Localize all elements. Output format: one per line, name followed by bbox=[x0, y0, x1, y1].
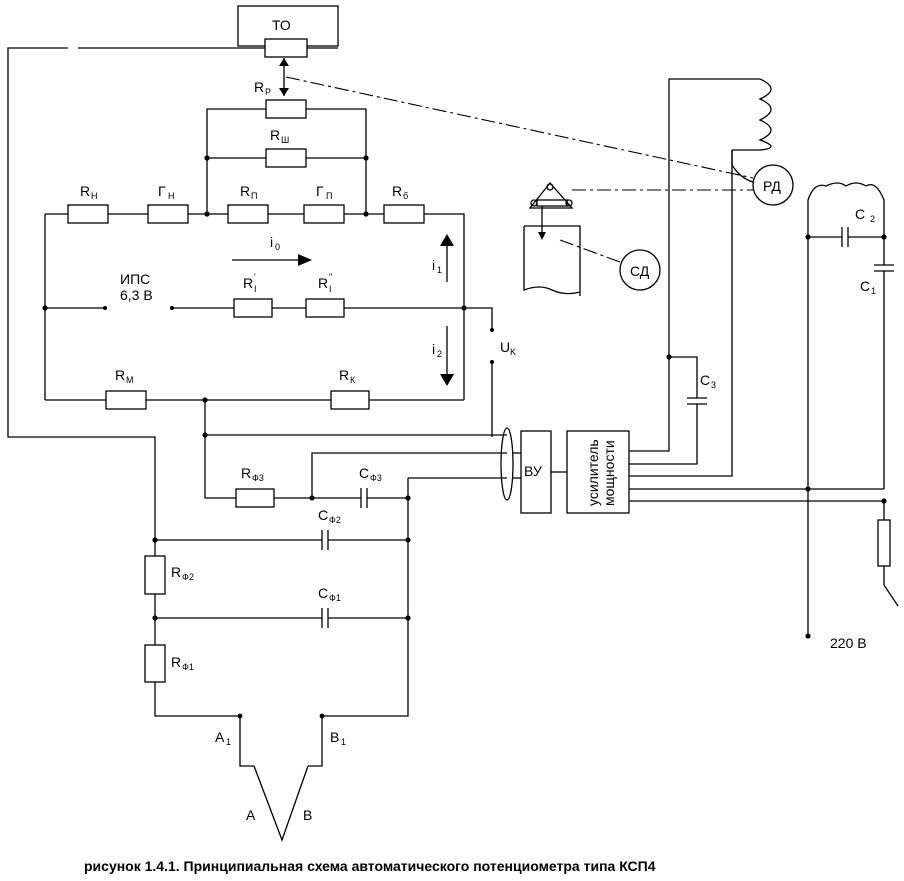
ri1-sub: I bbox=[254, 284, 257, 294]
mains-label: 220 В bbox=[830, 635, 867, 651]
i1-label: i bbox=[432, 257, 435, 273]
gn-label: Г bbox=[158, 183, 166, 199]
vu-label: ВУ bbox=[524, 463, 542, 479]
i2-label: i bbox=[432, 341, 435, 357]
filter-network: R Ф3 C Ф3 C Ф2 R Ф2 C Ф1 R Ф1 bbox=[144, 400, 507, 717]
vu-block: ВУ bbox=[500, 427, 567, 514]
rm-sub: М bbox=[126, 375, 134, 385]
c3-sub: 3 bbox=[711, 380, 716, 390]
rsh-label: R bbox=[270, 127, 280, 143]
ips-voltage-label: 6,3 В bbox=[120, 287, 153, 303]
rp-rsh-network: R P R Ш bbox=[204, 79, 369, 214]
ri2-label: R bbox=[318, 275, 328, 291]
gp-sub: П bbox=[326, 191, 332, 201]
b1-sub: 1 bbox=[341, 737, 346, 747]
amp-label: усилитель bbox=[585, 439, 601, 506]
rf2-sub: Ф2 bbox=[182, 572, 194, 582]
rf3-label: R bbox=[241, 465, 251, 481]
rb-label: R bbox=[392, 183, 402, 199]
rn-sub: Н bbox=[91, 191, 98, 201]
rn-label: R bbox=[80, 183, 90, 199]
ri2-sub: I bbox=[329, 284, 332, 294]
rf1-label: R bbox=[171, 654, 181, 670]
cf1-sub: Ф1 bbox=[329, 593, 341, 603]
rf2-label: R bbox=[171, 564, 181, 580]
caption: рисунок 1.4.1. Принципиальная схема авто… bbox=[84, 858, 656, 874]
gn-sub: Н bbox=[168, 191, 175, 201]
ips-label: ИПС bbox=[120, 271, 150, 287]
c3-label: C bbox=[700, 372, 710, 388]
b1-label: B bbox=[330, 729, 339, 745]
slider-arrow bbox=[279, 58, 289, 96]
rd-label: РД bbox=[763, 178, 781, 194]
to-block: ТО bbox=[7, 5, 339, 560]
sd-label: СД bbox=[630, 263, 650, 279]
rd-motor: РД bbox=[731, 78, 794, 206]
thermocouple: A 1 B 1 A B bbox=[215, 713, 346, 842]
rsh-sub: Ш bbox=[281, 135, 289, 145]
amp-label-2: мощности bbox=[601, 440, 617, 506]
a1-label: A bbox=[215, 729, 225, 745]
cf1-label: C bbox=[318, 585, 328, 601]
recorder-carriage bbox=[523, 181, 581, 296]
power-amplifier: усилитель мощности bbox=[566, 78, 885, 520]
ri2-sup: " bbox=[329, 272, 332, 282]
a-label: A bbox=[246, 807, 256, 823]
c1-label: C bbox=[860, 278, 870, 294]
b-label: B bbox=[303, 807, 312, 823]
c2-label: C bbox=[855, 206, 865, 222]
uk-sub: K bbox=[510, 347, 516, 357]
rp-sub: P bbox=[265, 87, 271, 97]
a1-sub: 1 bbox=[226, 737, 231, 747]
ips-branch: ИПС 6,3 В R I ' R I " U K bbox=[42, 271, 516, 437]
i1-sub: 1 bbox=[437, 265, 442, 275]
mechanical-links bbox=[285, 76, 754, 263]
uk-label: U bbox=[500, 339, 510, 355]
ri1-sup: ' bbox=[254, 272, 256, 282]
rf1-sub: Ф1 bbox=[182, 662, 194, 672]
cf2-sub: Ф2 bbox=[329, 515, 341, 525]
rpp-label: R bbox=[240, 183, 250, 199]
c3-capacitor: C 3 bbox=[666, 354, 716, 422]
rf3-sub: Ф3 bbox=[252, 473, 264, 483]
i0-label: i bbox=[270, 234, 273, 250]
i2-sub: 2 bbox=[437, 349, 442, 359]
rm-label: R bbox=[115, 367, 125, 383]
mains-circuit: C 2 C 1 220 В bbox=[805, 182, 899, 651]
rb-sub: б bbox=[403, 191, 408, 201]
sd-motor: СД bbox=[619, 249, 661, 291]
i0-sub: 0 bbox=[275, 242, 280, 252]
cf2-label: C bbox=[318, 507, 328, 523]
rp-label: R bbox=[254, 79, 264, 95]
current-arrows: i 0 i 1 i 2 bbox=[232, 234, 454, 386]
ri1-label: R bbox=[243, 275, 253, 291]
cf3-sub: Ф3 bbox=[370, 473, 382, 483]
cf3-label: C bbox=[359, 465, 369, 481]
rk-label: R bbox=[339, 367, 349, 383]
to-label: ТО bbox=[272, 17, 291, 33]
rpp-sub: П bbox=[251, 191, 257, 201]
rk-sub: К bbox=[350, 375, 356, 385]
gp-label: Г bbox=[316, 183, 324, 199]
bridge-top-branch: R Н Г Н R П Г П R б bbox=[44, 183, 465, 400]
c1-sub: 1 bbox=[871, 286, 876, 296]
c2-sub: 2 bbox=[870, 214, 875, 224]
bridge-bottom-branch: R М R К bbox=[45, 367, 464, 410]
